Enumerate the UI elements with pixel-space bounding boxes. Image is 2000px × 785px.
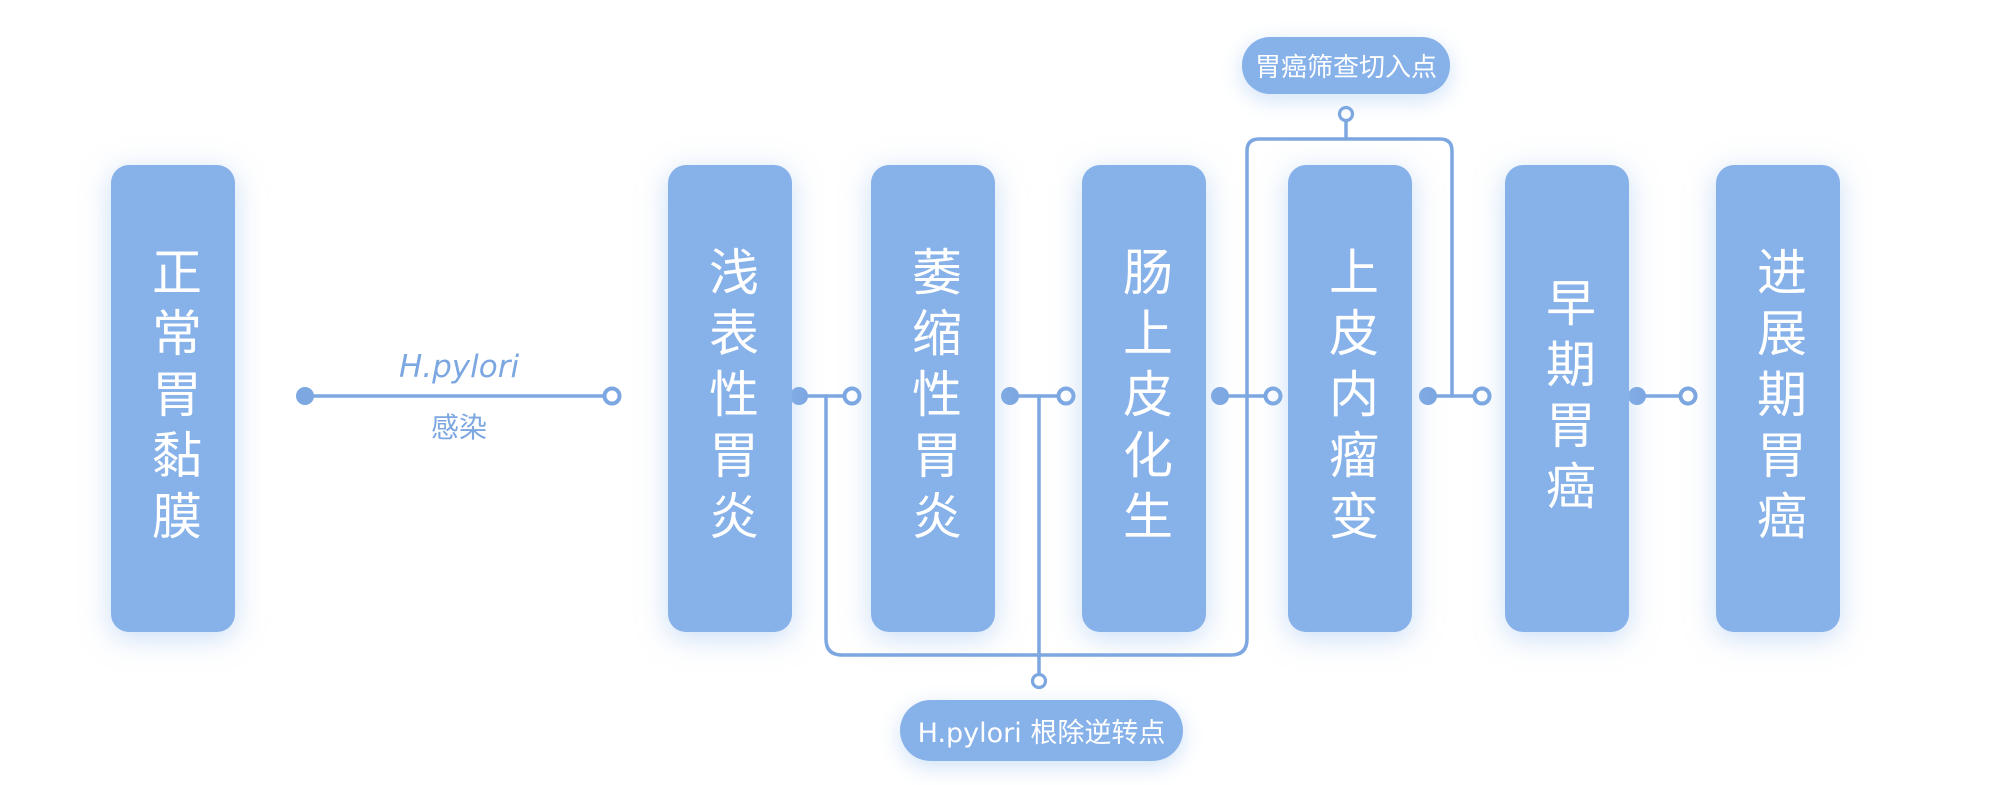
stage-label: 早期胃癌: [1538, 276, 1596, 521]
eradication-reversal-link: [824, 394, 1249, 690]
stage-early-gastric-cancer: 早期胃癌: [1505, 165, 1629, 632]
connector-metaplasia-to-neoplasia: [1211, 386, 1283, 406]
stage-label: 肠上皮化生: [1115, 246, 1173, 551]
screening-entry-badge: 胃癌筛查切入点: [1242, 37, 1450, 94]
hpylori-edge-label-line1: H.pylori: [398, 349, 520, 385]
stage-label: 浅表性胃炎: [701, 246, 759, 551]
stage-advanced-gastric-cancer: 进展期胃癌: [1716, 165, 1840, 632]
stage-label: 上皮内瘤变: [1321, 246, 1379, 551]
stage-label: 正常胃黏膜: [144, 246, 202, 551]
connector-early-to-advanced: [1628, 386, 1698, 406]
eradication-reversal-badge: H.pylori 根除逆转点: [900, 700, 1183, 761]
connector-superficial-to-atrophic: [790, 386, 862, 406]
stage-label: 萎缩性胃炎: [904, 246, 962, 551]
stage-atrophic-gastritis: 萎缩性胃炎: [871, 165, 995, 632]
connector-atrophic-to-metaplasia: [1001, 386, 1076, 406]
eradication-badge-anchor-circle: [1030, 672, 1048, 690]
connector-neoplasia-to-early: [1419, 386, 1492, 406]
stage-superficial-gastritis: 浅表性胃炎: [668, 165, 792, 632]
stage-normal-gastric-mucosa: 正常胃黏膜: [111, 165, 235, 632]
stage-intraepithelial-neoplasia: 上皮内瘤变: [1288, 165, 1412, 632]
screening-badge-anchor-circle: [1337, 105, 1355, 123]
stage-intestinal-metaplasia: 肠上皮化生: [1082, 165, 1206, 632]
connector-normal-to-superficial: [296, 386, 622, 406]
screening-entry-link: [1245, 105, 1454, 398]
stage-label: 进展期胃癌: [1749, 246, 1807, 551]
hpylori-edge-label-line2: 感染: [430, 411, 487, 444]
